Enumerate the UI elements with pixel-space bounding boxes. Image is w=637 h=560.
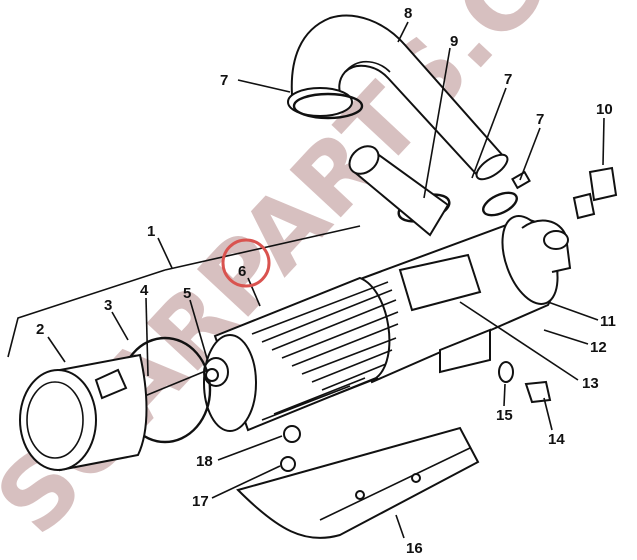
callout-9: 9 <box>450 33 458 50</box>
callout-6: 6 <box>238 263 246 280</box>
cleaner-housing <box>334 215 572 384</box>
leader-lines <box>47 21 605 539</box>
filter-element <box>203 276 399 432</box>
callout-10: 10 <box>596 101 613 118</box>
callout-17: 17 <box>192 493 209 510</box>
callout-14: 14 <box>548 431 565 448</box>
callout-7-right: 7 <box>536 111 544 128</box>
end-cover <box>19 353 148 472</box>
callout-11: 11 <box>600 313 616 330</box>
callout-4: 4 <box>140 282 149 299</box>
callout-12: 12 <box>590 339 607 356</box>
callout-13: 13 <box>582 375 599 392</box>
callout-16: 16 <box>406 540 423 557</box>
highlight-circle <box>221 238 271 288</box>
callout-15: 15 <box>496 407 513 424</box>
callouts: 1 2 3 4 5 6 7 7 7 8 9 10 11 12 13 14 15 … <box>36 5 616 557</box>
callout-2: 2 <box>36 321 44 338</box>
callout-7-left: 7 <box>220 72 228 89</box>
callout-5: 5 <box>183 285 191 302</box>
inlet-pipe <box>348 145 450 237</box>
elbow-hose <box>287 14 509 181</box>
callout-7-middle: 7 <box>504 71 512 88</box>
hardware <box>280 166 618 472</box>
callout-1: 1 <box>147 223 155 240</box>
callout-8: 8 <box>404 5 412 22</box>
callout-18: 18 <box>196 453 213 470</box>
callout-3: 3 <box>104 297 112 314</box>
mounting-strap <box>236 426 480 539</box>
